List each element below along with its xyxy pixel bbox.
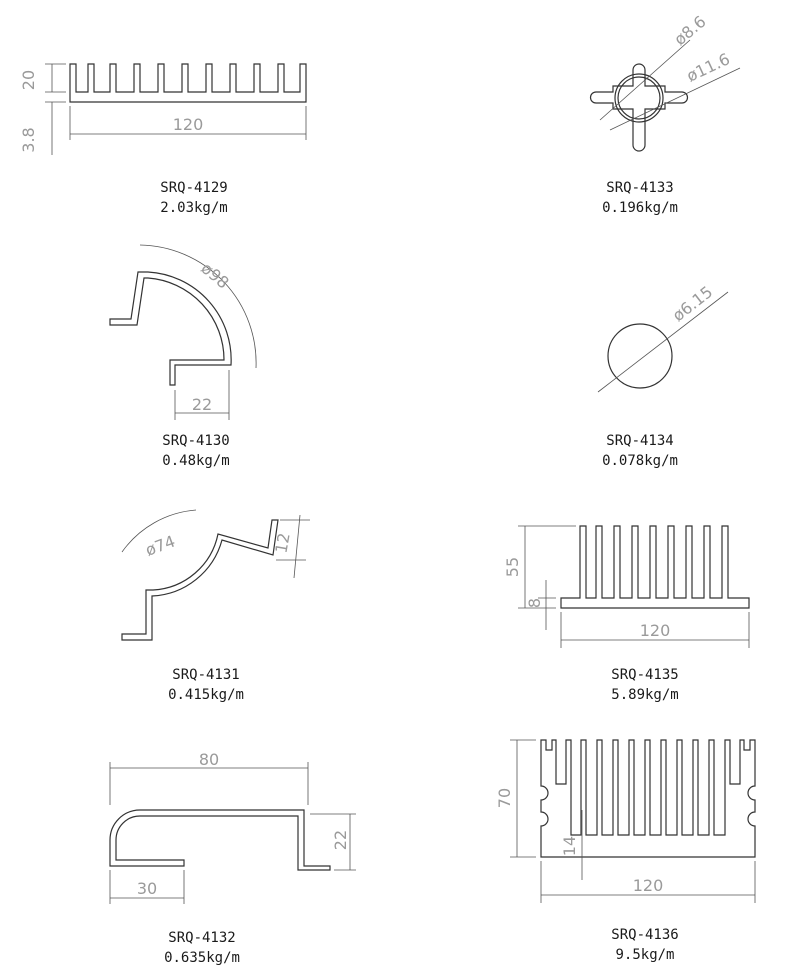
srq-4130-weight: 0.48kg/m xyxy=(162,453,230,469)
srq-4131-code: SRQ-4131 xyxy=(172,667,240,683)
srq-4129-height-label: 20 xyxy=(19,70,38,90)
srq-4130-radius-label: ø98 xyxy=(197,259,232,293)
srq-4135-code: SRQ-4135 xyxy=(611,667,679,683)
srq-4136-caption: SRQ-4136 9.5kg/m xyxy=(545,925,745,965)
srq-4134-drawing: ø6.15 xyxy=(597,282,729,393)
srq-4132-lip-label: 30 xyxy=(137,879,157,898)
srq-4131-height-label: 12 xyxy=(271,531,293,554)
srq-4129-weight: 2.03kg/m xyxy=(160,200,228,216)
srq-4133-weight: 0.196kg/m xyxy=(602,200,678,216)
srq-4134-caption: SRQ-4134 0.078kg/m xyxy=(540,431,740,471)
srq-4136-weight: 9.5kg/m xyxy=(615,947,675,963)
srq-4130-drawing: ø98 22 xyxy=(109,244,257,420)
srq-4132-weight: 0.635kg/m xyxy=(164,950,240,966)
srq-4131-radius-label: ø74 xyxy=(143,532,178,560)
srq-4135-weight: 5.89kg/m xyxy=(611,687,679,703)
srq-4131-weight: 0.415kg/m xyxy=(168,687,244,703)
srq-4129-caption: SRQ-4129 2.03kg/m xyxy=(94,178,294,218)
srq-4134-code: SRQ-4134 xyxy=(606,433,674,449)
srq-4135-base-label: 8 xyxy=(525,598,544,608)
srq-4134-diameter-label: ø6.15 xyxy=(669,282,716,325)
srq-4135-width-label: 120 xyxy=(640,621,671,640)
srq-4129-width-label: 120 xyxy=(173,115,204,134)
srq-4130-code: SRQ-4130 xyxy=(162,433,230,449)
srq-4129-code: SRQ-4129 xyxy=(160,180,228,196)
srq-4133-caption: SRQ-4133 0.196kg/m xyxy=(540,178,740,218)
srq-4136-width-label: 120 xyxy=(633,876,664,895)
srq-4130-width-label: 22 xyxy=(192,395,212,414)
srq-4131-drawing: ø74 12 xyxy=(121,509,310,641)
srq-4129-drawing: 20 3.8 120 xyxy=(19,63,307,155)
srq-4136-height-label: 70 xyxy=(495,788,514,808)
srq-4135-height-label: 55 xyxy=(503,557,522,577)
srq-4132-caption: SRQ-4132 0.635kg/m xyxy=(102,928,302,968)
srq-4129-base-label: 3.8 xyxy=(19,127,38,152)
srq-4133-inner-label: ø8.6 xyxy=(670,12,709,49)
srq-4136-base-label: 14 xyxy=(560,836,579,856)
srq-4136-code: SRQ-4136 xyxy=(611,927,679,943)
srq-4131-caption: SRQ-4131 0.415kg/m xyxy=(106,665,306,705)
srq-4133-drawing: ø8.6 ø11.6 xyxy=(589,12,741,152)
srq-4132-code: SRQ-4132 xyxy=(168,930,236,946)
srq-4134-weight: 0.078kg/m xyxy=(602,453,678,469)
srq-4132-drawing: 80 22 30 xyxy=(109,750,356,904)
srq-4136-drawing: 70 14 120 xyxy=(495,739,756,903)
srq-4132-width-label: 80 xyxy=(199,750,219,769)
srq-4133-code: SRQ-4133 xyxy=(606,180,674,196)
srq-4132-height-label: 22 xyxy=(331,830,350,850)
srq-4135-caption: SRQ-4135 5.89kg/m xyxy=(545,665,745,705)
srq-4130-caption: SRQ-4130 0.48kg/m xyxy=(96,431,296,471)
srq-4135-drawing: 55 8 120 xyxy=(503,525,750,648)
srq-4133-outer-label: ø11.6 xyxy=(684,49,733,85)
